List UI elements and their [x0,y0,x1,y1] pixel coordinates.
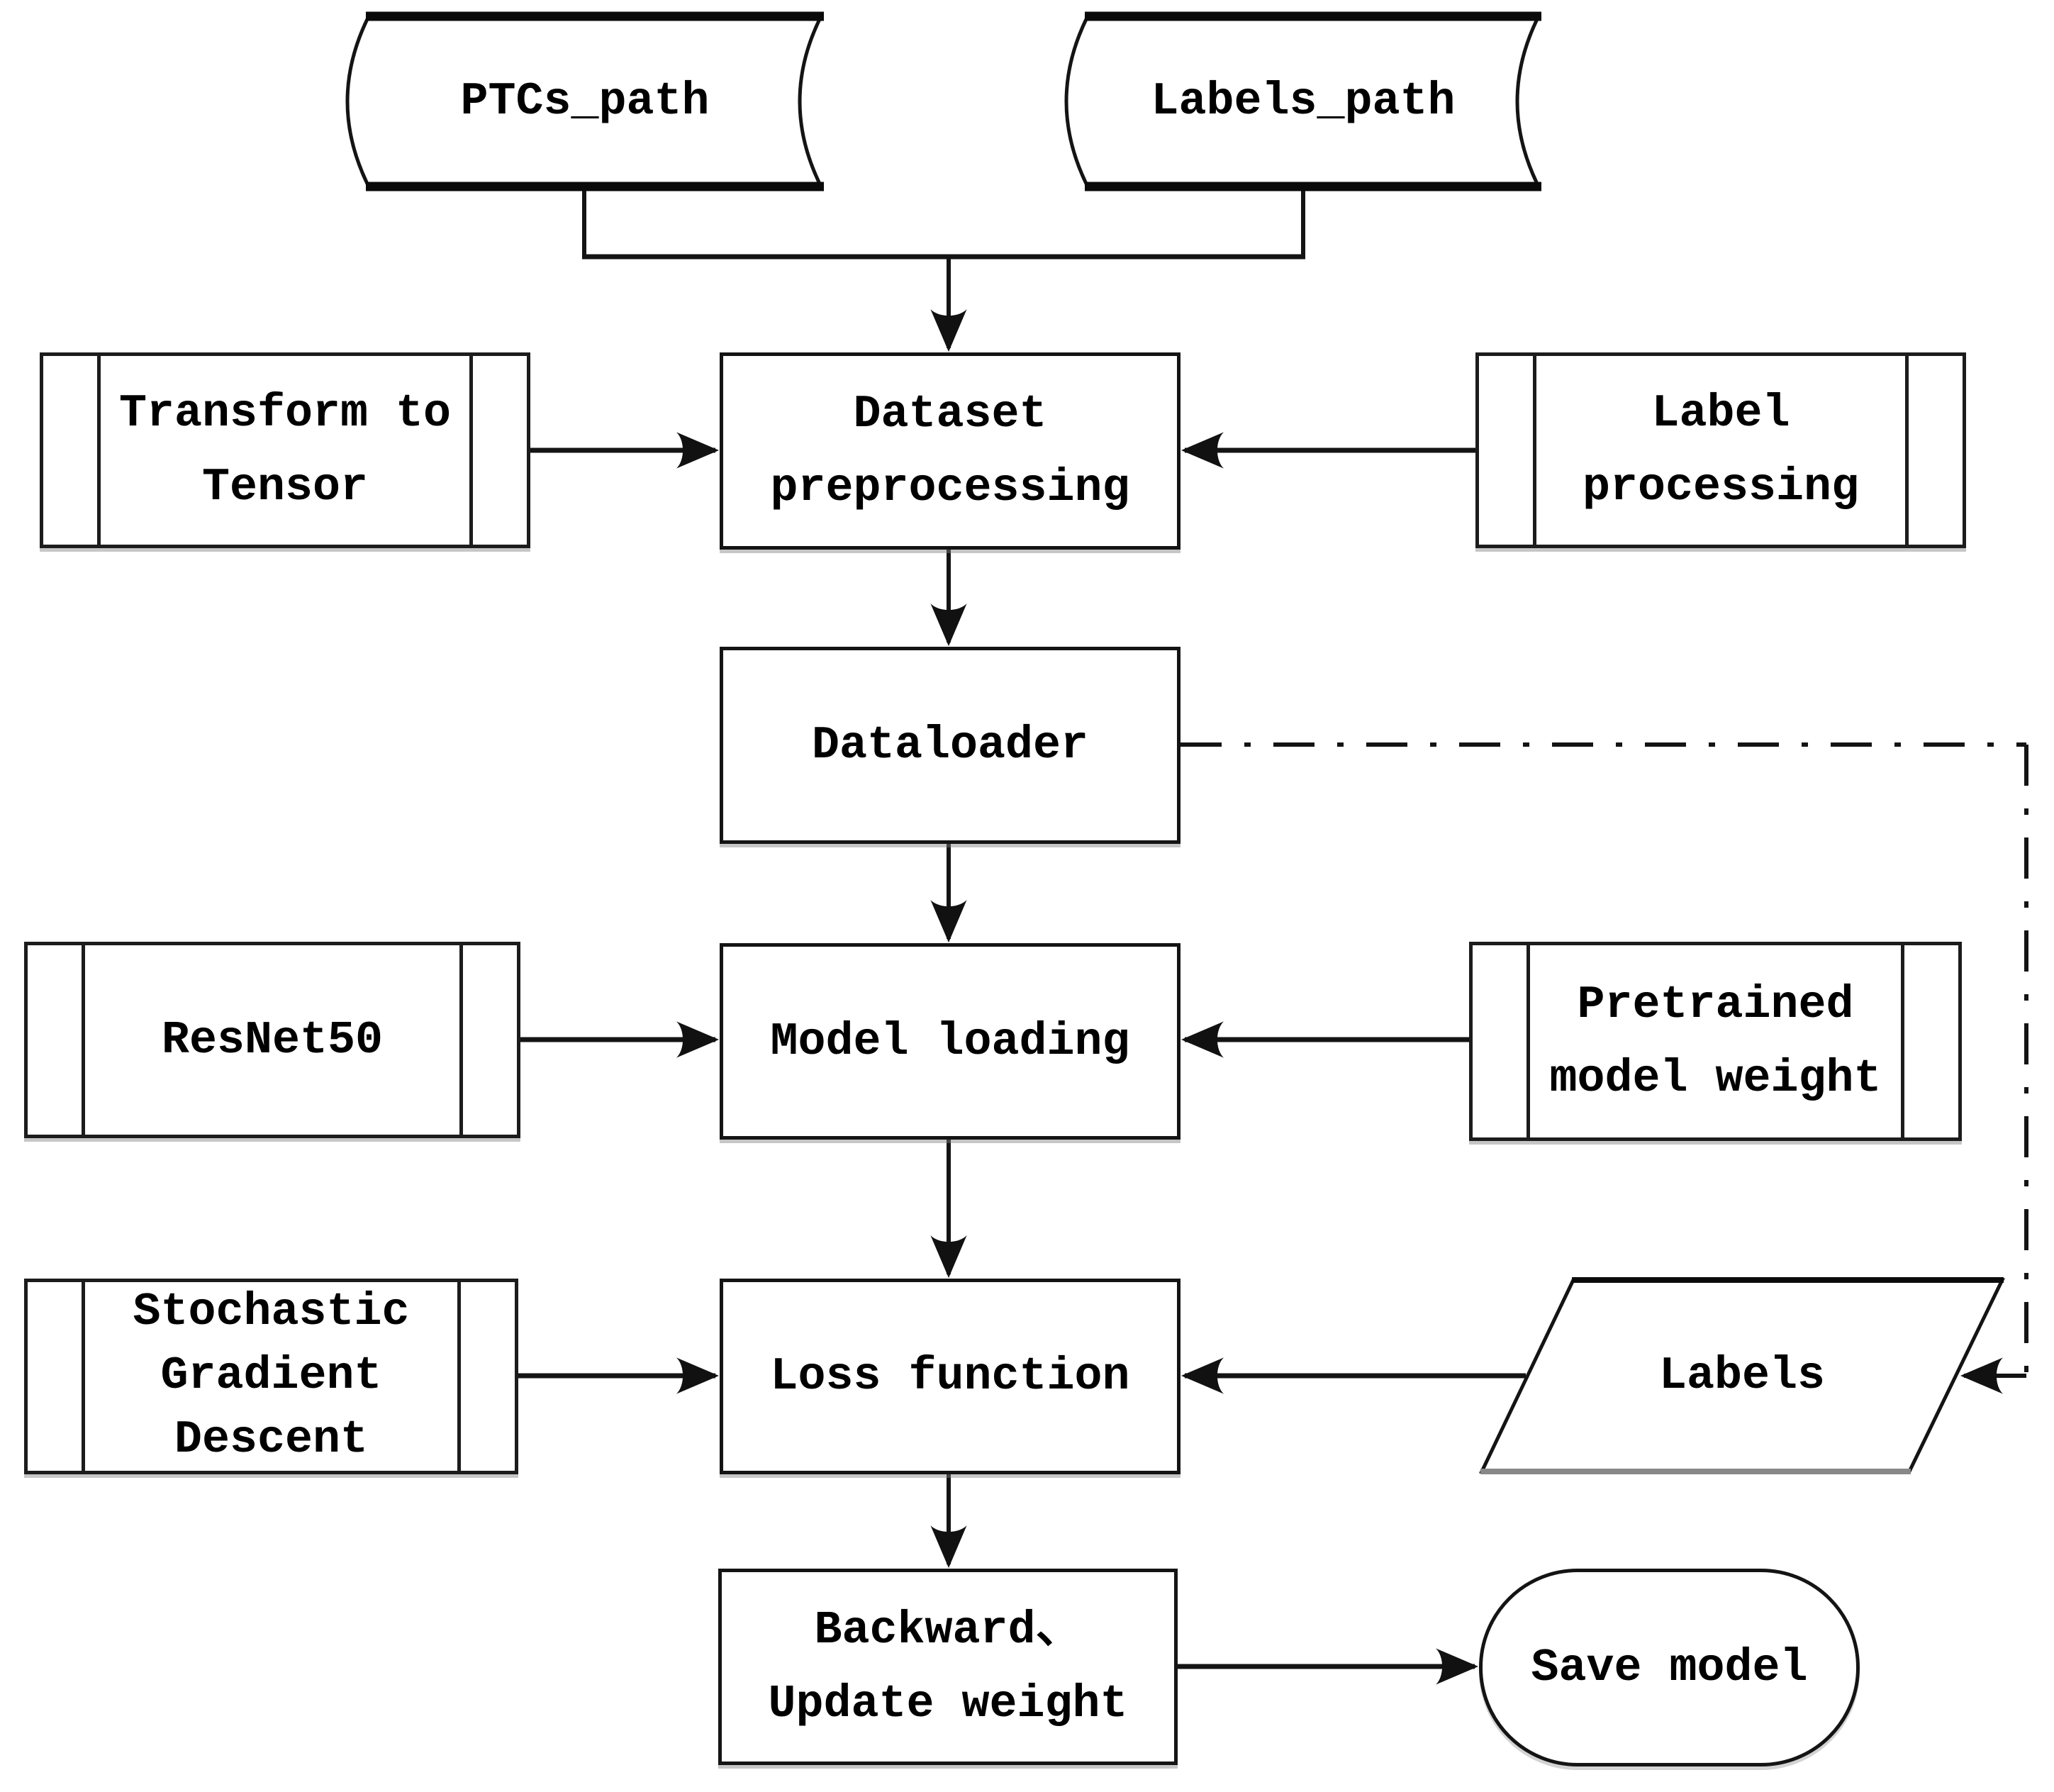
predefined-process-bar [82,945,85,1135]
node-dataloader: Dataloader [720,647,1181,844]
parallelogram-shape [1479,1277,2005,1474]
node-resnet50: ResNet50 [24,942,520,1138]
node-labels-path: Labels_path [1064,11,1543,191]
predefined-process-bar [97,356,101,545]
predefined-process-bar [1901,945,1904,1137]
predefined-process-bar [457,1282,461,1471]
node-model-loading: Model loading [720,943,1181,1140]
node-label: PTCs_path [460,75,710,128]
predefined-process-bar [82,1282,85,1471]
node-save-model: Save model [1479,1569,1860,1766]
node-label: Dataloader [811,719,1089,772]
tape-shape [1064,11,1541,191]
node-labels: Labels [1479,1277,2005,1474]
predefined-process-bar [469,356,473,545]
predefined-process-bar [1526,945,1530,1137]
predefined-process-bar [1905,356,1909,545]
node-label: Model loading [770,1015,1130,1068]
node-label: Save model [1531,1641,1808,1694]
predefined-process-bar [1533,356,1536,545]
node-label: Labels [1658,1349,1826,1402]
node-loss-function: Loss function [720,1279,1181,1474]
tape-shape [345,11,824,191]
node-label: Backward、Update weight [768,1603,1128,1730]
node-label: ResNet50 [161,1013,384,1067]
node-label: Loss function [770,1350,1130,1403]
node-label: Labels_path [1151,75,1456,128]
node-backward-update-weight: Backward、Update weight [718,1569,1178,1765]
predefined-process-bar [459,945,463,1135]
node-ptcs-path: PTCs_path [345,11,825,191]
